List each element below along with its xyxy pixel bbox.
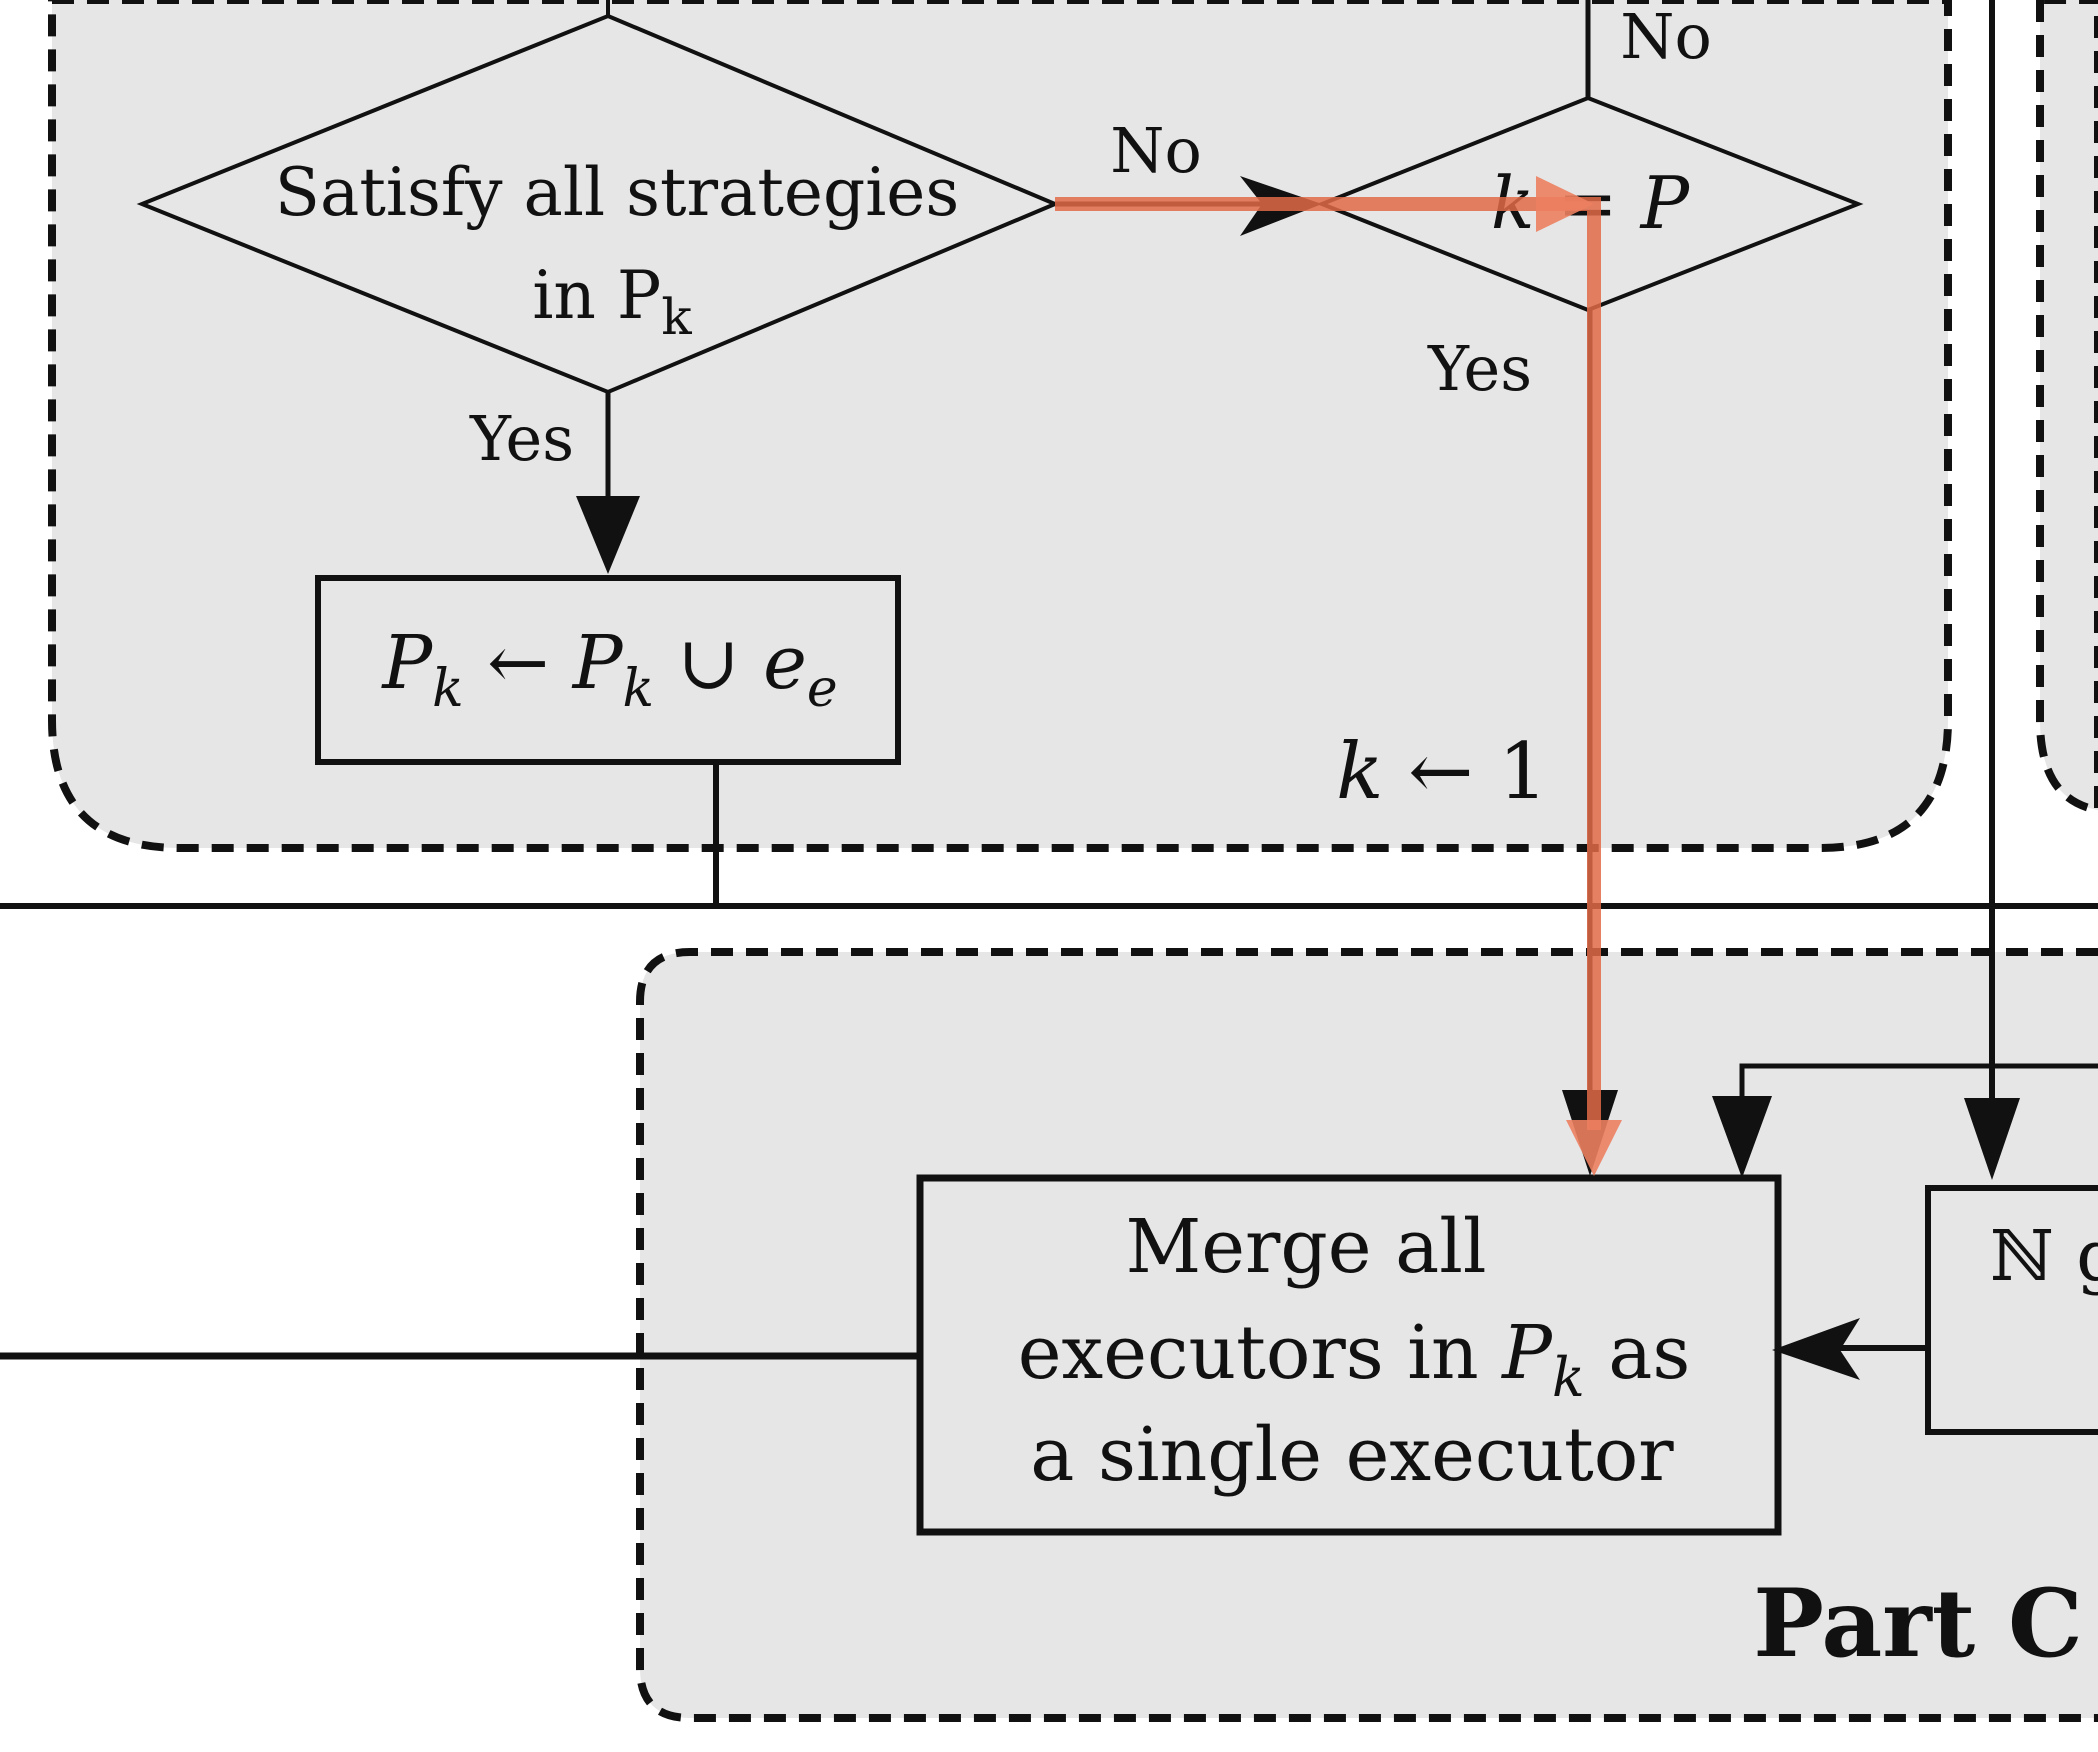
highlight-vertical-arrow-head	[1566, 1120, 1622, 1176]
highlight-horizontal-arrow-head	[1536, 176, 1594, 232]
right-upper-region	[2036, 0, 2098, 815]
partial-to-merge-head	[1772, 1318, 1860, 1380]
feedback-arrow-head	[1712, 1096, 1772, 1178]
merge-box-line1: Merge all	[1125, 1204, 1486, 1290]
merge-box-line2: executors in Pk as	[1018, 1310, 1691, 1409]
merge-executors-box	[916, 1174, 1782, 1536]
right-vertical-arrow-head	[1964, 1098, 2020, 1180]
merge-box-line3: a single executor	[1030, 1412, 1674, 1498]
update-pk-box	[315, 575, 901, 765]
no-label-top: No	[1620, 0, 1712, 73]
decision-satisfy-line1: Satisfy all strategies	[275, 154, 959, 231]
yes-label-satisfy: Yes	[469, 402, 574, 475]
partial-right-box-text: ℕ g	[1990, 1215, 2098, 1297]
yes-label-k-decision: Yes	[1427, 332, 1532, 405]
no-label-satisfy: No	[1110, 114, 1202, 187]
yes-arrow-head	[576, 496, 640, 574]
part-c-label: Part C	[1753, 1569, 2083, 1679]
k-reset-label: k ← 1	[1336, 727, 1548, 817]
partial-right-box	[1925, 1185, 2098, 1435]
update-pk-formula: Pk ← Pk ∪ ee	[380, 620, 837, 719]
decision-satisfy-line2: in Pk	[532, 257, 692, 346]
